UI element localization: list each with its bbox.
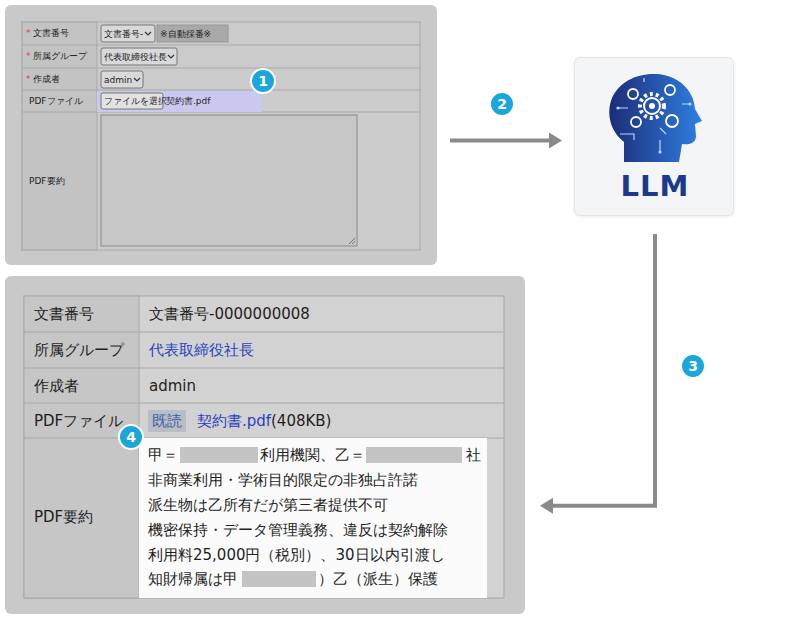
select-value: 文書番号- (104, 29, 143, 40)
file-size: (408KB) (271, 412, 331, 430)
field-label: PDFファイル (34, 412, 123, 430)
field-label: 作成者 (34, 377, 79, 395)
result-row-line (24, 368, 504, 369)
gear-teeth (640, 94, 664, 118)
redaction-bar (242, 571, 316, 587)
required-mark: * (26, 51, 31, 62)
circuit-lines (618, 78, 690, 152)
redaction-bar (180, 447, 258, 463)
gear (631, 117, 641, 127)
arrow-line (450, 139, 552, 143)
field-label: PDF要約 (29, 176, 65, 187)
read-badge (148, 410, 186, 432)
form-row-line (22, 68, 420, 69)
gear (644, 98, 660, 114)
form-table (22, 22, 420, 250)
form-label-column (22, 22, 97, 250)
auto-number-text: ※自動採番※ (160, 29, 211, 40)
field-value: admin (149, 377, 196, 395)
field-label: PDF要約 (34, 508, 93, 526)
arrow-head (549, 133, 562, 149)
select-value: admin (104, 75, 132, 86)
field-label: PDFファイル (29, 96, 83, 107)
form-row-line (22, 45, 420, 46)
select-chevron (134, 78, 140, 81)
summary-text: 利用機関、乙＝ (260, 446, 365, 464)
result-row-line (24, 403, 504, 404)
summary-text: 機密保持・データ管理義務、違反は契約解除 (148, 521, 448, 539)
select-value: 代表取締役社長 (104, 52, 167, 63)
required-mark: * (26, 28, 31, 39)
gear (666, 115, 678, 127)
summary-highlight (139, 438, 487, 598)
file-name: 契約書.pdf (166, 96, 210, 107)
callout-number: 3 (680, 353, 706, 379)
file-highlight (97, 91, 262, 112)
summary-text: 派生物は乙所有だが第三者提供不可 (148, 496, 388, 514)
callout-number: 2 (489, 91, 515, 117)
field-label: 文書番号 (33, 28, 69, 39)
form-row-line (22, 90, 420, 91)
field-label: 作成者 (33, 74, 60, 85)
summary-textarea (101, 115, 357, 246)
arrow-head (540, 498, 553, 514)
file-button-text: ファイルを選択 (104, 96, 167, 107)
result-row-line (24, 332, 504, 333)
flow-arrow (540, 234, 655, 514)
read-badge-text: 既読 (152, 412, 182, 430)
field-label: 所属グループ (34, 341, 124, 359)
gear (665, 85, 675, 95)
select-box (101, 48, 177, 65)
gear-hub (649, 103, 655, 109)
summary-text: 知財帰属は甲 (148, 570, 238, 588)
field-label: 所属グループ (33, 51, 87, 62)
circuit-dot (616, 106, 619, 109)
redaction-bar (366, 447, 462, 463)
select-chevron (168, 55, 174, 58)
callout-number: 1 (250, 68, 276, 94)
summary-text: 利用料25,000円（税別）、30日以内引渡し (148, 546, 445, 564)
field-value: 文書番号-0000000008 (149, 305, 310, 323)
required-mark: * (26, 74, 31, 85)
circuit-dot (688, 102, 691, 105)
summary-text: ）乙（派生）保護 (318, 570, 438, 588)
summary-text: 非商業利用・学術目的限定の非独占許諾 (148, 471, 418, 489)
flow-arrow (450, 133, 562, 149)
auto-number-box (157, 25, 228, 42)
summary-text: 社 (466, 446, 481, 464)
summary-text: 甲＝ (148, 446, 178, 464)
circuit-dot (658, 150, 661, 153)
result-table (24, 296, 504, 598)
arrow-line (550, 234, 655, 506)
gear (628, 89, 638, 99)
field-label: 文書番号 (34, 305, 94, 323)
select-box (101, 25, 155, 42)
group-link: 代表取締役社長 (149, 341, 254, 359)
resize-grip (349, 238, 355, 244)
select-box (101, 71, 143, 88)
select-chevron (145, 32, 151, 35)
file-link: 契約書.pdf (197, 412, 271, 430)
llm-label: LLM (575, 169, 735, 203)
callout-number: 4 (118, 424, 144, 450)
